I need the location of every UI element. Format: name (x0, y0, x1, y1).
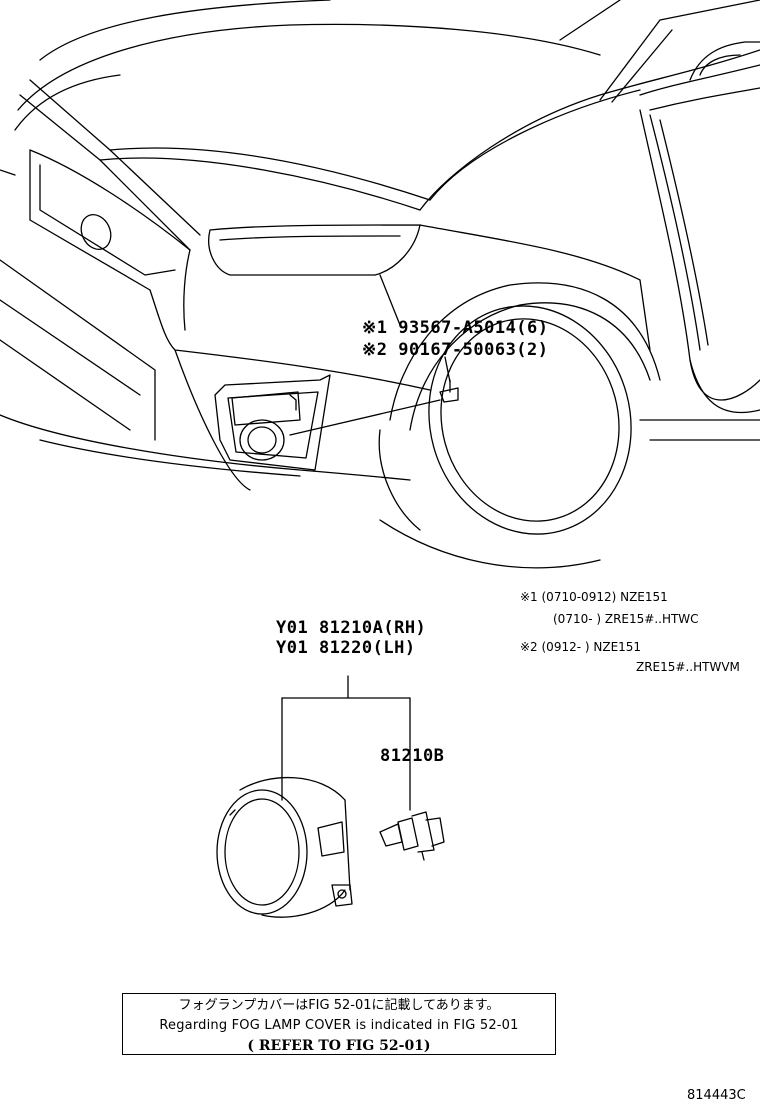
note-2-line-2: ZRE15#..HTWVM (636, 660, 740, 674)
remark-reference: ( REFER TO FIG 52-01) (247, 1038, 431, 1054)
note-1-line-1: ※1 (0710-0912) NZE151 (520, 590, 668, 604)
callout-assy-lh: Y01 81220(LH) (276, 638, 416, 658)
callout-part-90167: ※2 90167-50063(2) (362, 340, 549, 360)
car-front-illustration (0, 0, 760, 569)
remark-english: Regarding FOG LAMP COVER is indicated in… (159, 1018, 519, 1033)
figure-id: 814443C (687, 1088, 746, 1103)
callout-part-93567: ※1 93567-A5014(6) (362, 318, 549, 338)
fog-lamp-assembly-illustration (216, 675, 445, 918)
note-1-line-2: (0710- ) ZRE15#..HTWC (553, 612, 699, 626)
callout-bulb: 81210B (380, 746, 445, 766)
remark-box: フォグランプカバーはFIG 52-01に記載してあります。 Regarding … (122, 993, 556, 1055)
callout-assy-rh: Y01 81210A(RH) (276, 618, 427, 638)
remark-japanese: フォグランプカバーはFIG 52-01に記載してあります。 (178, 998, 500, 1013)
note-2-line-1: ※2 (0912- ) NZE151 (520, 640, 642, 654)
